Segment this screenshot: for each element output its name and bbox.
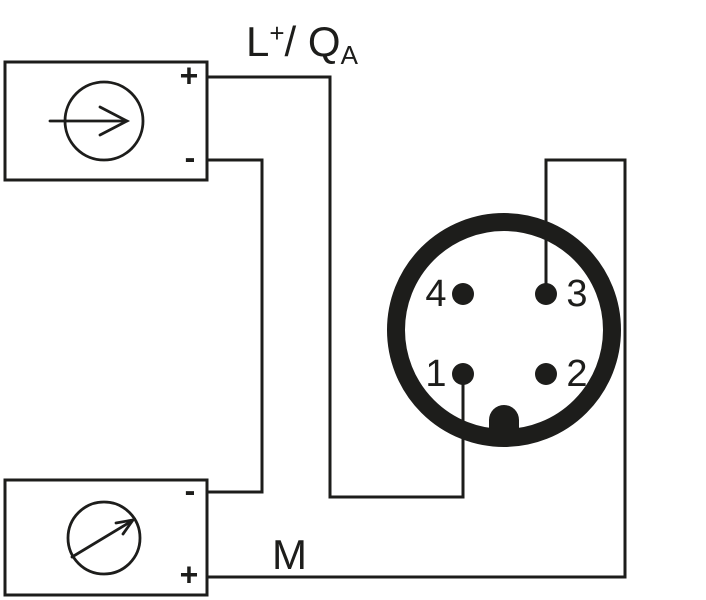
meter-circle	[66, 500, 142, 576]
wire-source-minus-to-meter-minus	[207, 158, 264, 494]
connector-pins	[452, 283, 557, 438]
meter-plus-terminal: +	[179, 556, 199, 593]
supply-label-mid: / Q	[284, 18, 341, 65]
m-line-label: M	[272, 531, 307, 578]
pin-label-1: 1	[425, 353, 447, 395]
meter-needle-head-icon	[114, 518, 137, 536]
pin-1-dot	[452, 363, 474, 385]
pin-2-dot	[535, 363, 557, 385]
pin-label-2: 2	[566, 353, 588, 395]
meter-symbol-icon	[66, 500, 142, 576]
meter-minus-terminal: -	[184, 472, 196, 509]
meter-needle-shaft	[70, 520, 132, 559]
source-plus-terminal: +	[179, 57, 199, 94]
pin-label-4: 4	[425, 273, 447, 315]
pin-4-dot	[452, 283, 474, 305]
source-minus-terminal: -	[184, 139, 196, 176]
supply-label-superscript: +	[269, 18, 285, 48]
supply-label-subscript: A	[340, 40, 358, 70]
wire-lplus-to-pin1	[207, 75, 465, 499]
source-arrow-head-icon	[98, 105, 131, 137]
source-symbol-icon	[48, 80, 145, 162]
keying-notch	[489, 405, 519, 438]
connector-face	[387, 213, 621, 447]
supply-line-label: L+/ QA	[246, 20, 358, 68]
supply-label-base: L	[246, 18, 270, 65]
pin-label-3: 3	[566, 273, 588, 315]
device-boxes	[3, 60, 209, 597]
wire-m-to-pin3	[207, 158, 627, 579]
pin-3-dot	[535, 283, 557, 305]
wires	[207, 75, 627, 579]
